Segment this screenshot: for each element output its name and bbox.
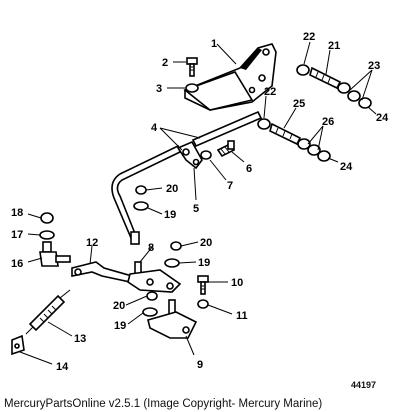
washer-part-7	[200, 150, 212, 160]
callout-9: 9	[197, 359, 203, 371]
callout-13: 13	[74, 333, 86, 345]
spring-part-13	[25, 289, 71, 335]
washer-part-19-upper	[133, 201, 149, 211]
callout-21: 21	[328, 40, 340, 52]
bellcrank-part-8	[127, 261, 182, 293]
lever-part-9	[147, 299, 198, 339]
callout-19-upper: 19	[164, 209, 176, 221]
leader-lines	[19, 41, 377, 365]
lever-part-12	[71, 261, 134, 283]
callout-20-upper: 20	[166, 183, 178, 195]
callout-10: 10	[231, 277, 243, 289]
copyright-footer: MercuryPartsOnline v2.5.1 (Image Copyrig…	[4, 398, 323, 410]
bolt-part-6	[216, 140, 236, 158]
callout-6: 6	[246, 163, 252, 175]
callout-8: 8	[148, 242, 154, 254]
rod-end-assembly-lower	[257, 118, 331, 162]
link-part-5	[176, 140, 203, 170]
rod-end-assembly-upper	[296, 64, 372, 109]
callout-3: 3	[156, 83, 162, 95]
callout-23: 23	[368, 60, 380, 72]
callout-24-upper: 24	[376, 112, 389, 124]
callout-14: 14	[56, 361, 69, 373]
callout-19-mid: 19	[198, 257, 210, 269]
bracket-part-1	[183, 43, 277, 111]
washer-part-19-mid	[164, 258, 180, 268]
nut-part-20-upper	[135, 185, 147, 195]
washer-part-3	[185, 83, 199, 93]
callout-20-mid: 20	[200, 237, 212, 249]
nut-part-11	[197, 299, 209, 309]
callout-4: 4	[151, 122, 158, 134]
bolt-part-2	[186, 57, 198, 77]
callout-11: 11	[236, 310, 248, 322]
exploded-parts-diagram: 1 2 3 4 5 6 7 8 9 10 11 12 13 14 16 17 1…	[11, 31, 389, 373]
bolt-part-10	[197, 275, 209, 295]
callout-5: 5	[193, 203, 199, 215]
bracket-part-14	[11, 334, 25, 356]
callout-12: 12	[86, 237, 98, 249]
washer-part-19-low	[142, 307, 158, 317]
callout-labels: 1 2 3 4 5 6 7 8 9 10 11 12 13 14 16 17 1…	[11, 31, 389, 373]
callout-20-low: 20	[113, 300, 125, 312]
callout-19-low: 19	[114, 320, 126, 332]
callout-1: 1	[211, 38, 217, 50]
callout-17: 17	[11, 229, 23, 241]
washer-part-17	[39, 230, 55, 240]
callout-26: 26	[322, 116, 334, 128]
callout-16: 16	[11, 258, 23, 270]
throttle-rod-part-4	[111, 110, 263, 245]
drawing-number: 44197	[350, 380, 376, 390]
nut-part-20-low	[146, 291, 158, 301]
callout-22-upper: 22	[303, 31, 315, 43]
callout-2: 2	[162, 57, 168, 69]
callout-22-lower: 22	[264, 86, 276, 98]
callout-24-lower: 24	[340, 161, 353, 173]
callout-7: 7	[227, 180, 233, 192]
nut-part-20-mid	[170, 241, 182, 251]
nut-part-18	[40, 212, 54, 224]
callout-25: 25	[293, 98, 305, 110]
callout-18: 18	[11, 207, 23, 219]
swivel-part-16	[39, 241, 71, 267]
